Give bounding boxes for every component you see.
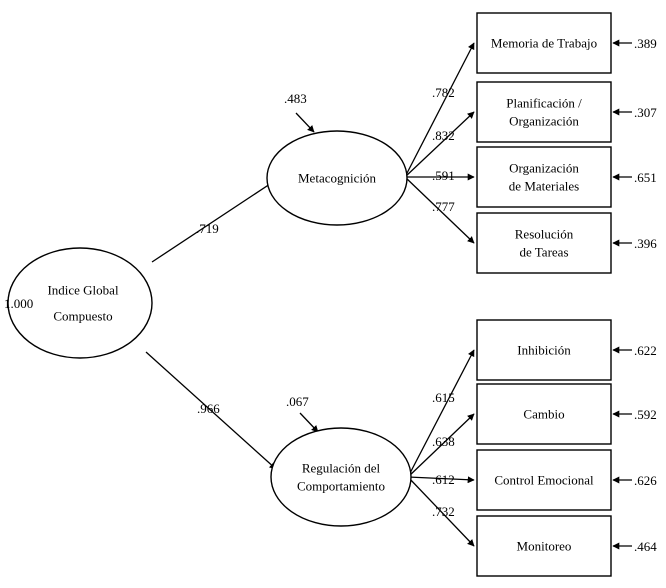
factor-metacognicion-residual-label: .483 xyxy=(284,91,307,106)
indicator-monitoreo-error-label: .464 xyxy=(634,539,657,554)
edge-regulacion-del-comportamiento-to-cambio xyxy=(407,413,475,478)
factor-regulacion-del-comportamiento-label-line-1: Regulación del xyxy=(302,461,381,476)
indicator-planificacion-organizacion-error-label: .307 xyxy=(634,105,657,120)
indicator-organizacion-de-materiales-label-line-1: Organización xyxy=(509,161,579,176)
factor-metacognicion-residual-arrow xyxy=(295,112,315,133)
indicator-inhibicion-loading-label: .615 xyxy=(432,390,455,405)
factor-metacognicion-label-line-1: Metacognición xyxy=(298,171,376,186)
edge-regulacion-del-comportamiento-to-monitoreo xyxy=(407,476,475,547)
factor-regulacion-del-comportamiento-ellipse xyxy=(270,427,412,527)
indicator-organizacion-de-materiales-box xyxy=(476,146,612,208)
indicator-resolucion-de-tareas-error-label: .396 xyxy=(634,236,657,251)
edge-metacognicion-to-memoria-de-trabajo xyxy=(404,42,475,178)
indicator-planificacion-organizacion-loading-label: .832 xyxy=(432,128,455,143)
factor-regulacion-del-comportamiento-residual-arrow xyxy=(299,412,319,433)
indicator-cambio-box xyxy=(476,383,612,445)
indicator-inhibicion-label-line-1: Inhibición xyxy=(517,343,571,358)
indicator-planificacion-organizacion-label-line-1: Planificación / xyxy=(506,96,582,111)
edge-root-to-metacognicion xyxy=(151,179,277,263)
indicator-resolucion-de-tareas-box xyxy=(476,212,612,274)
indicator-monitoreo-loading-label: .732 xyxy=(432,504,455,519)
indicator-control-emocional-label-line-1: Control Emocional xyxy=(494,473,594,488)
indicator-control-emocional-loading-label: .612 xyxy=(432,472,455,487)
indicator-cambio-error-label: .592 xyxy=(634,407,657,422)
factor-regulacion-del-comportamiento-loading-label: .966 xyxy=(197,401,220,416)
indicator-cambio-label-line-1: Cambio xyxy=(523,407,564,422)
root-factor-ellipse xyxy=(7,247,153,359)
indicator-resolucion-de-tareas-label-line-1: Resolución xyxy=(515,227,574,242)
diagram-edges xyxy=(145,39,632,550)
root-factor-label-line-1: Indice Global xyxy=(47,283,119,298)
edge-root-to-regulacion-del-comportamiento xyxy=(145,351,277,470)
indicator-memoria-de-trabajo-error-label: .389 xyxy=(634,36,657,51)
indicator-inhibicion-error-label: .622 xyxy=(634,343,657,358)
indicator-memoria-de-trabajo-box xyxy=(476,12,612,74)
factor-metacognicion-loading-label: .719 xyxy=(196,221,219,236)
indicator-organizacion-de-materiales-error-label: .651 xyxy=(634,170,657,185)
indicator-planificacion-organizacion-label-line-2: Organización xyxy=(509,114,579,129)
indicator-control-emocional-error-label: .626 xyxy=(634,473,657,488)
root-factor-label-line-2: Compuesto xyxy=(53,309,112,324)
indicator-memoria-de-trabajo-label-line-1: Memoria de Trabajo xyxy=(491,36,597,51)
indicator-resolucion-de-tareas-label-line-2: de Tareas xyxy=(519,245,568,260)
indicator-resolucion-de-tareas-loading-label: .777 xyxy=(432,199,455,214)
edge-metacognicion-to-resolucion-de-tareas xyxy=(404,176,475,244)
indicator-memoria-de-trabajo-loading-label: .782 xyxy=(432,85,455,100)
factor-regulacion-del-comportamiento-label-line-2: Comportamiento xyxy=(297,479,385,494)
indicator-monitoreo-box xyxy=(476,515,612,577)
edge-metacognicion-to-planificacion-organizacion xyxy=(404,111,475,178)
indicator-cambio-loading-label: .638 xyxy=(432,434,455,449)
root-variance-label: 1.000 xyxy=(4,296,33,311)
diagram-nodes xyxy=(7,12,612,577)
indicator-organizacion-de-materiales-label-line-2: de Materiales xyxy=(509,179,579,194)
indicator-organizacion-de-materiales-loading-label: .591 xyxy=(432,168,455,183)
indicator-planificacion-organizacion-box xyxy=(476,81,612,143)
edge-regulacion-del-comportamiento-to-control-emocional xyxy=(407,476,475,484)
indicator-monitoreo-label-line-1: Monitoreo xyxy=(517,539,572,554)
edge-regulacion-del-comportamiento-to-inhibicion xyxy=(407,349,475,478)
factor-regulacion-del-comportamiento-residual-label: .067 xyxy=(286,394,309,409)
indicator-control-emocional-box xyxy=(476,449,612,511)
indicator-inhibicion-box xyxy=(476,319,612,381)
factor-metacognicion-ellipse xyxy=(266,130,408,226)
